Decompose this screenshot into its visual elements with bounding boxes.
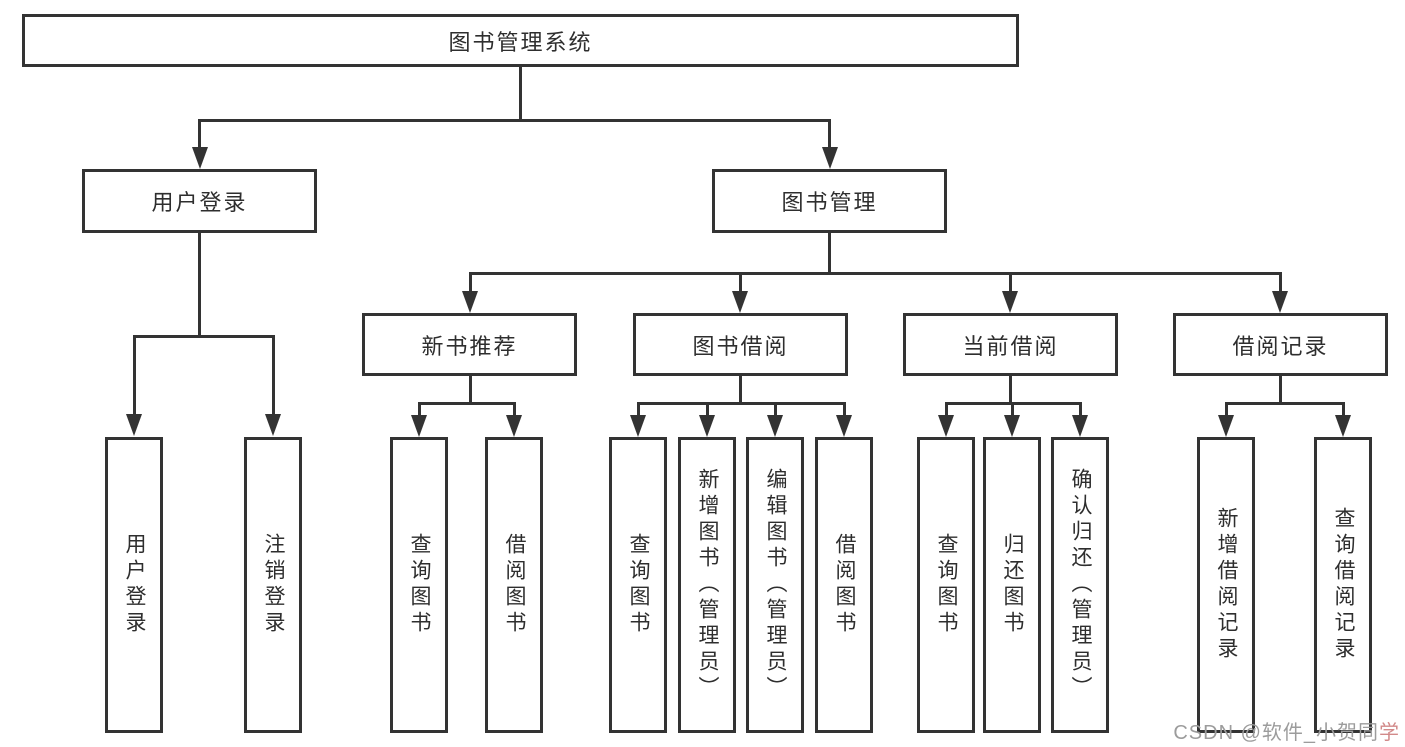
arrowhead-down-icon [1218,415,1234,437]
connector-book-borrow-stem [739,376,742,404]
leaf-bb-borrow-books: 借阅图书 [815,437,873,733]
connector-to-current-borrow [1009,272,1012,294]
connector-new-books-stem [469,376,472,404]
arrowhead-down-icon [411,415,427,437]
arrowhead-down-icon [1002,291,1018,313]
connector-to-leaf [1079,402,1082,417]
connector-borrow-records-branch [1225,402,1344,405]
leaf-bb-add-books: 新增图书（管理员） [678,437,736,733]
leaf-user-login: 用户登录 [105,437,163,733]
connector-book-mgmt-stem [828,232,831,274]
connector-to-leaf [1225,402,1228,417]
connector-current-borrow-stem [1009,376,1012,404]
leaf-cb-return-books: 归还图书 [983,437,1041,733]
arrowhead-down-icon [506,415,522,437]
node-book-borrow: 图书借阅 [633,313,848,376]
arrowhead-down-icon [938,415,954,437]
arrowhead-down-icon [732,291,748,313]
connector-to-book-borrow [739,272,742,294]
connector-root-stem [519,67,522,120]
connector-to-leaf [133,335,136,416]
leaf-bb-edit-books: 编辑图书（管理员） [746,437,804,733]
arrowhead-down-icon [265,414,281,436]
watermark-text: CSDN @软件_小贺同 [1173,722,1379,744]
connector-to-leaf [843,402,846,417]
arrowhead-down-icon [1272,291,1288,313]
arrowhead-down-icon [1335,415,1351,437]
node-borrow-records: 借阅记录 [1173,313,1388,376]
node-library-system: 图书管理系统 [22,14,1019,67]
connector-borrow-records-stem [1279,376,1282,404]
connector-to-leaf [1342,402,1345,417]
connector-to-leaf [637,402,640,417]
leaf-logout: 注销登录 [244,437,302,733]
connector-new-books-branch [418,402,516,405]
arrowhead-down-icon [699,415,715,437]
leaf-nb-borrow-books: 借阅图书 [485,437,543,733]
arrowhead-down-icon [1004,415,1020,437]
connector-to-leaf [1011,402,1014,417]
connector-to-leaf [272,335,275,416]
leaf-bb-query-books: 查询图书 [609,437,667,733]
arrowhead-down-icon [1072,415,1088,437]
watermark-accent-text: 学 [1379,722,1400,744]
arrowhead-down-icon [836,415,852,437]
connector-to-new-books [469,272,472,294]
csdn-watermark: CSDN @软件_小贺同学 [1173,716,1400,745]
leaf-br-query-record: 查询借阅记录 [1314,437,1372,733]
connector-root-branch [199,119,831,122]
connector-to-leaf [513,402,516,417]
connector-to-leaf [945,402,948,417]
arrowhead-down-icon [630,415,646,437]
connector-to-book-mgmt [828,119,831,149]
arrowhead-down-icon [822,147,838,169]
arrowhead-down-icon [126,414,142,436]
leaf-nb-query-books: 查询图书 [390,437,448,733]
connector-book-mgmt-branch [469,272,1282,275]
leaf-cb-query-books: 查询图书 [917,437,975,733]
connector-to-leaf [418,402,421,417]
arrowhead-down-icon [767,415,783,437]
arrowhead-down-icon [462,291,478,313]
leaf-br-add-record: 新增借阅记录 [1197,437,1255,733]
connector-to-leaf [774,402,777,417]
arrowhead-down-icon [192,147,208,169]
connector-user-login-branch [133,335,274,338]
node-current-borrow: 当前借阅 [903,313,1118,376]
connector-to-leaf [706,402,709,417]
connector-user-login-stem [198,232,201,337]
connector-to-borrow-records [1279,272,1282,294]
node-user-login: 用户登录 [82,169,317,233]
node-book-mgmt: 图书管理 [712,169,947,233]
connector-to-user-login [198,119,201,149]
leaf-cb-confirm-return: 确认归还（管理员） [1051,437,1109,733]
connector-book-borrow-branch [637,402,845,405]
node-new-books: 新书推荐 [362,313,577,376]
